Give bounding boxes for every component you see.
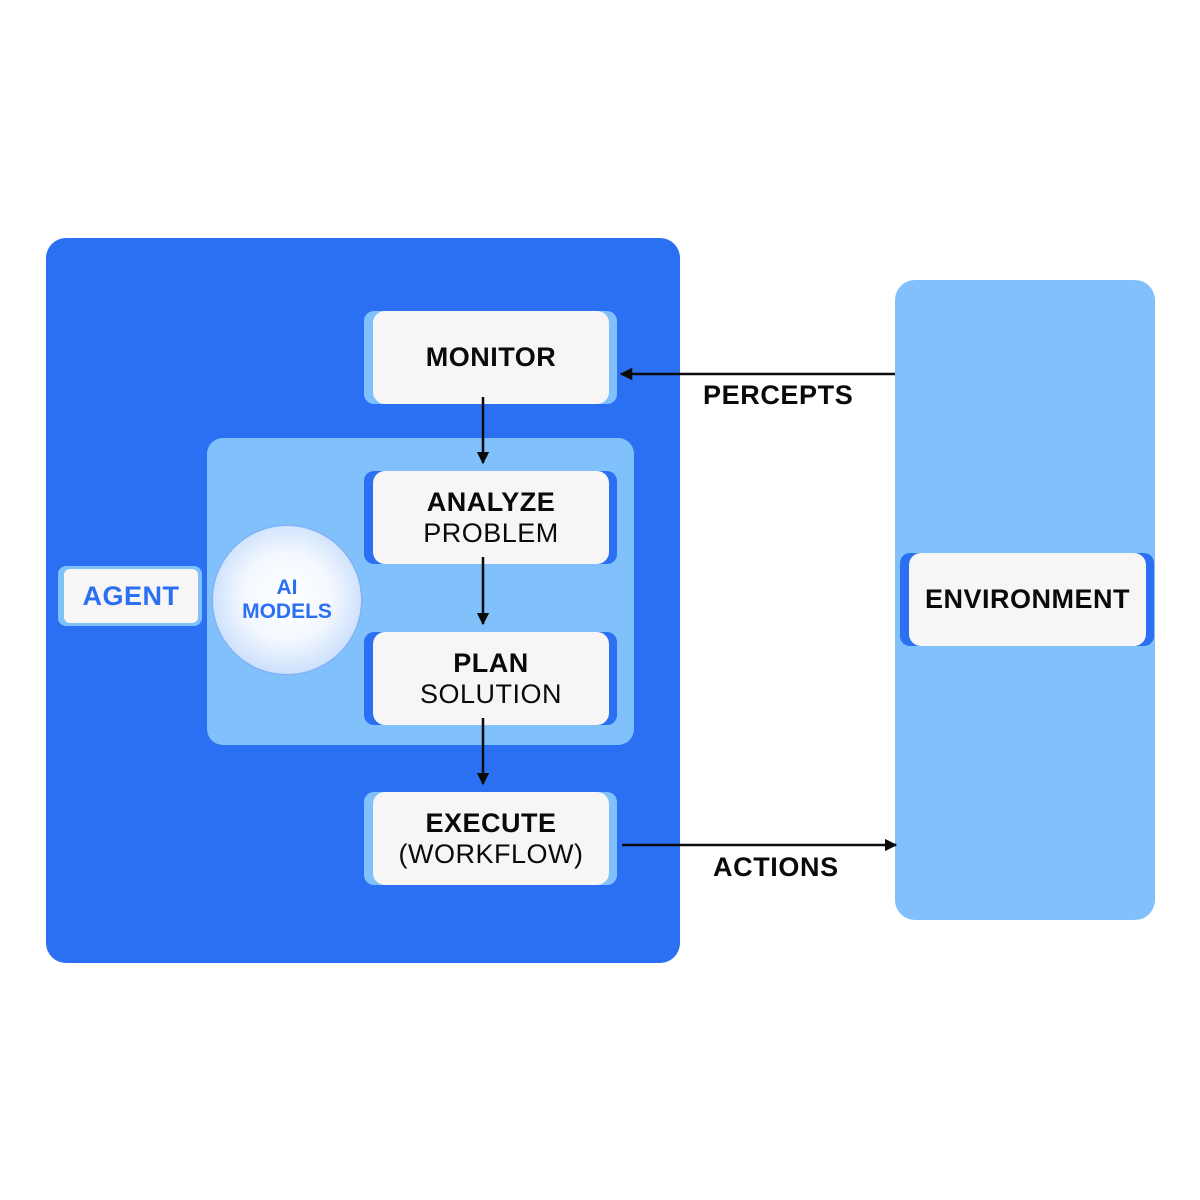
plan-subtitle: SOLUTION [419,678,563,709]
monitor-title: MONITOR [425,342,557,373]
agent-label: AGENT [64,569,198,623]
monitor-card: MONITOR [373,311,609,404]
plan-title: PLAN [453,648,529,679]
ai-models-line2: MODELS [242,600,332,623]
plan-card: PLAN SOLUTION [373,632,609,725]
analyze-card: ANALYZE PROBLEM [373,471,609,564]
execute-card: EXECUTE (WORKFLOW) [373,792,609,885]
ai-models-circle: AI MODELS [211,524,363,676]
analyze-title: ANALYZE [426,487,556,518]
ai-models-line1: AI [276,575,298,599]
agent-label-box: AGENT [58,566,202,626]
analyze-subtitle: PROBLEM [423,517,559,548]
environment-label: ENVIRONMENT [924,584,1130,615]
execute-subtitle: (WORKFLOW) [398,838,584,869]
environment-card: ENVIRONMENT [909,553,1146,646]
percepts-label: PERCEPTS [703,380,854,410]
actions-label: ACTIONS [713,852,839,882]
execute-title: EXECUTE [425,808,557,839]
